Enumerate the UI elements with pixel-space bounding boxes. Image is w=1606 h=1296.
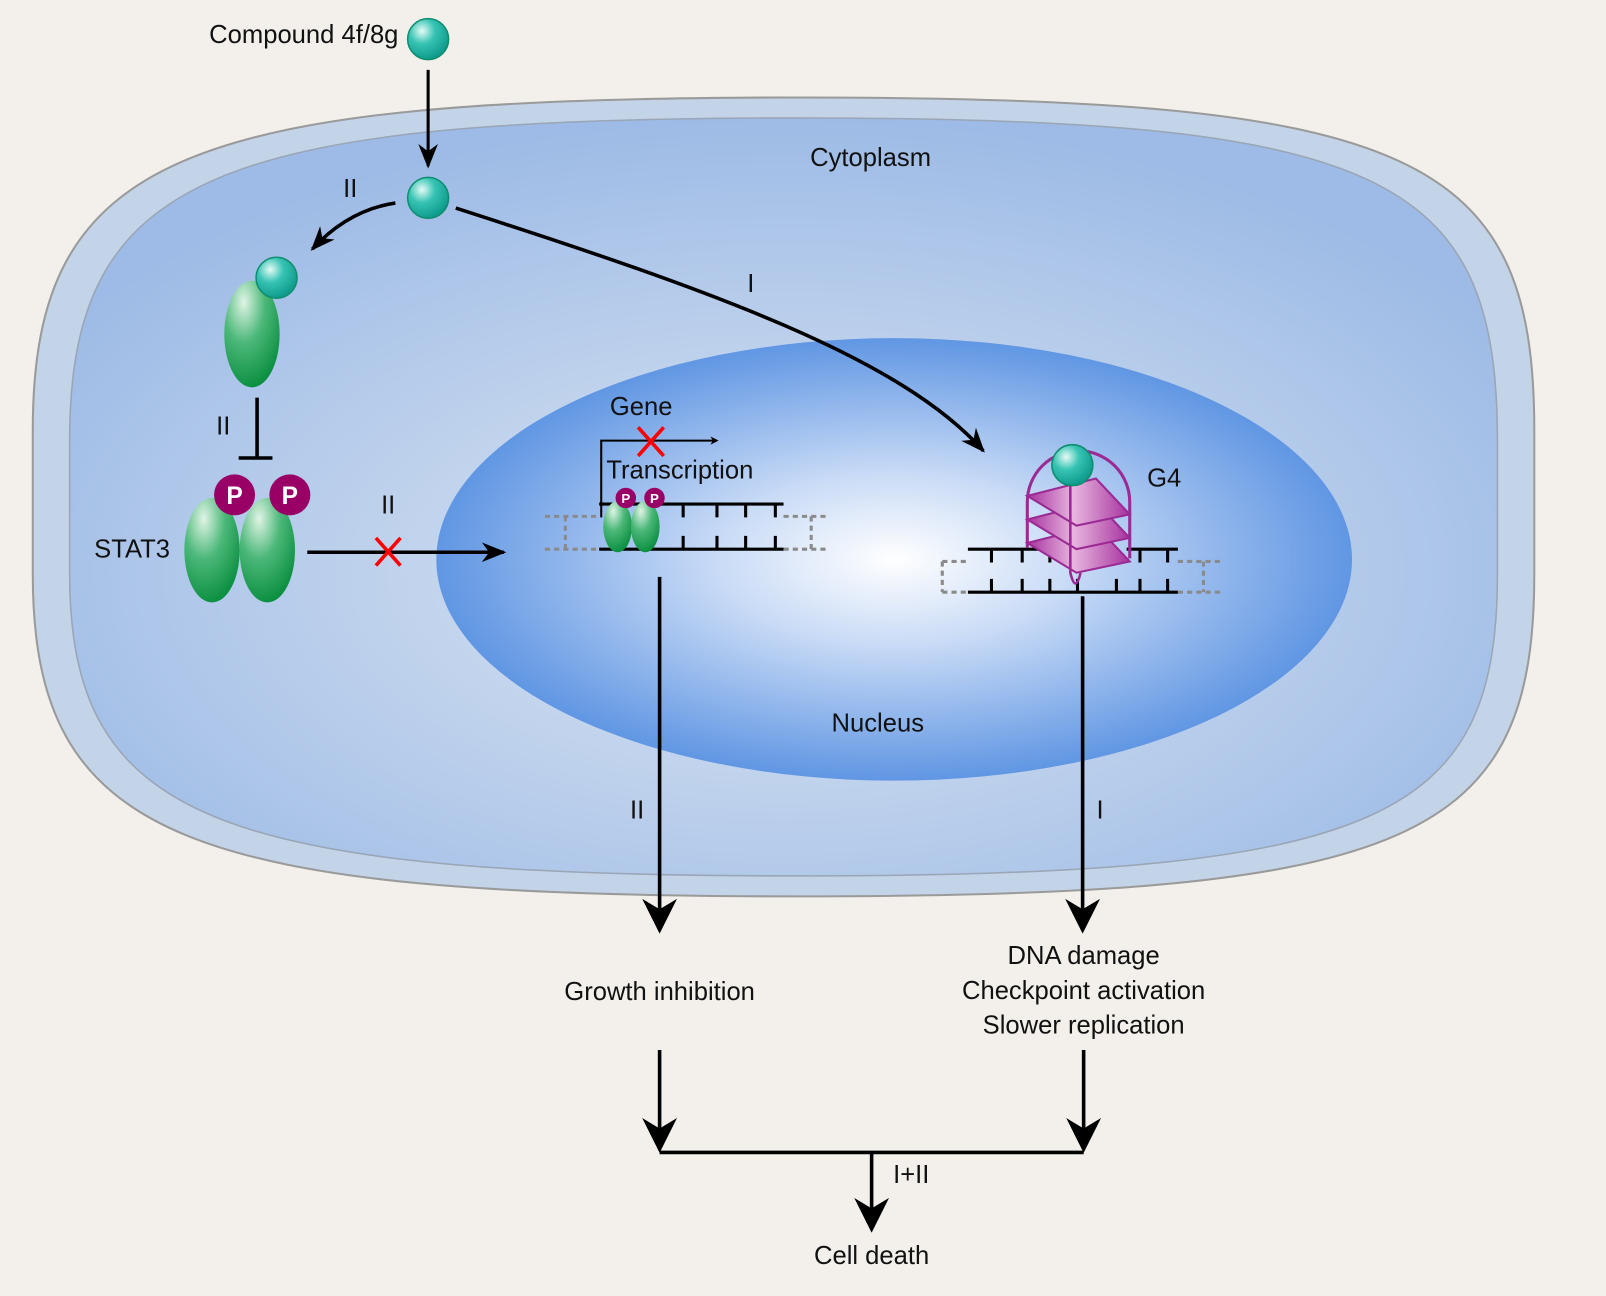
phospho-right-icon: P xyxy=(269,474,311,516)
transcription-blocked-x-icon xyxy=(636,426,666,458)
slower-replication-label: Slower replication xyxy=(983,1012,1185,1040)
pathway-i-arrow xyxy=(455,206,985,453)
gene-label: Gene xyxy=(610,393,673,421)
pathway-i-label-2: I xyxy=(1096,797,1103,825)
gene-dna-icon: P P xyxy=(544,487,830,553)
nucleus xyxy=(436,338,1352,781)
svg-text:P: P xyxy=(226,483,242,510)
transcription-arrow xyxy=(600,436,719,518)
stat3-monomer-icon xyxy=(224,280,280,388)
dna-damage-label: DNA damage xyxy=(1008,942,1160,970)
svg-text:P: P xyxy=(650,491,659,506)
compound-molecule-icon xyxy=(406,17,450,61)
cytoplasm-label: Cytoplasm xyxy=(810,144,931,172)
g-quadruplex-icon xyxy=(940,443,1224,594)
pathway-ii-label-4: II xyxy=(630,797,644,825)
transcription-label: Transcription xyxy=(606,456,753,484)
phospho-left-icon: P xyxy=(214,474,256,516)
stat3-dimer-right-icon xyxy=(239,497,295,603)
combined-pathway-label: I+II xyxy=(893,1161,929,1189)
pathway-ii-label-3: II xyxy=(381,491,395,519)
inhibition-bar-icon xyxy=(238,397,273,460)
compound-cytoplasm-icon xyxy=(406,176,450,220)
svg-text:P: P xyxy=(621,491,630,506)
compound-bound-icon xyxy=(255,256,298,299)
pathway-ii-binding-arrow xyxy=(310,201,396,251)
cell-death-label: Cell death xyxy=(814,1242,929,1270)
nucleus-label: Nucleus xyxy=(832,709,924,737)
stat3-dimer-left-icon xyxy=(184,497,240,603)
compound-label: Compound 4f/8g xyxy=(209,21,398,49)
pathway-i-label-1: I xyxy=(747,270,754,298)
pathway-ii-label-2: II xyxy=(216,412,230,440)
blocked-x-icon xyxy=(374,536,402,567)
growth-inhibition-label: Growth inhibition xyxy=(564,978,755,1006)
stat3-label: STAT3 xyxy=(94,535,170,563)
checkpoint-activation-label: Checkpoint activation xyxy=(962,977,1205,1005)
g4-label: G4 xyxy=(1147,465,1181,493)
svg-text:P: P xyxy=(282,483,298,510)
pathway-ii-label-1: II xyxy=(343,175,357,203)
